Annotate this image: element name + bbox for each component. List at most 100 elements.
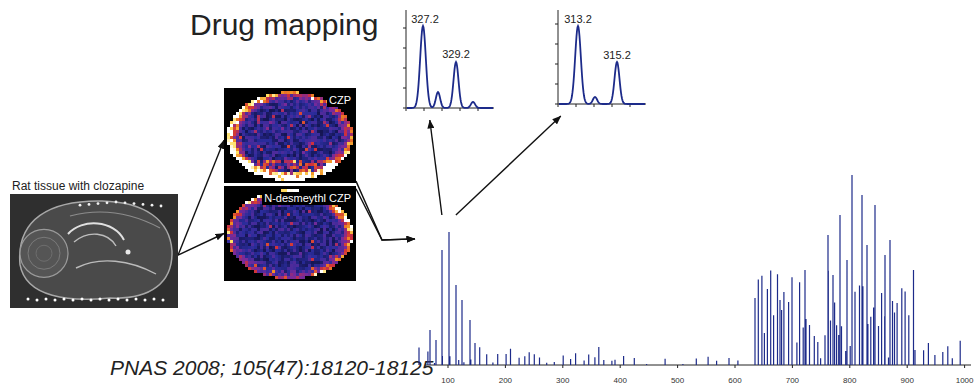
heatmap-cell: [257, 228, 260, 231]
heatmap-cell: [314, 252, 317, 255]
heatmap-cell: [311, 109, 314, 112]
heatmap-cell: [314, 103, 317, 106]
heatmap-cell: [296, 157, 299, 160]
heatmap-cell: [323, 252, 326, 255]
heatmap-cell: [239, 109, 242, 112]
heatmap-cell: [275, 121, 278, 124]
heatmap-cell: [254, 210, 257, 213]
heatmap-cell: [308, 261, 311, 264]
heatmap-cell: [296, 136, 299, 139]
heatmap-cell: [227, 130, 230, 133]
heatmap-cell: [254, 249, 257, 252]
heatmap-cell: [266, 94, 269, 97]
heatmap-cell: [314, 240, 317, 243]
heatmap-cell: [311, 166, 314, 169]
heatmap-cell: [269, 210, 272, 213]
heatmap-cell: [332, 148, 335, 151]
heatmap-cell: [326, 130, 329, 133]
heatmap-cell: [272, 273, 275, 276]
heatmap-cell: [308, 246, 311, 249]
heatmap-cell: [266, 163, 269, 166]
heatmap-cell: [326, 148, 329, 151]
heatmap-cell: [275, 219, 278, 222]
heatmap-cell: [344, 127, 347, 130]
heatmap-cell: [260, 228, 263, 231]
heatmap-cell: [248, 213, 251, 216]
heatmap-cell: [272, 210, 275, 213]
heatmap-cell: [278, 106, 281, 109]
heatmap-cell: [287, 130, 290, 133]
heatmap-cell: [287, 121, 290, 124]
heatmap-cell: [263, 124, 266, 127]
heatmap-cell: [284, 166, 287, 169]
heatmap-cell: [254, 234, 257, 237]
heatmap-cell: [302, 246, 305, 249]
heatmap-cell: [344, 130, 347, 133]
heatmap-cell: [269, 240, 272, 243]
heatmap-cell: [314, 243, 317, 246]
heatmap-cell: [329, 121, 332, 124]
heatmap-cell: [326, 112, 329, 115]
heatmap-cell: [290, 175, 293, 178]
heatmap-cell: [305, 100, 308, 103]
heatmap-cell: [302, 112, 305, 115]
heatmap-cell: [278, 142, 281, 145]
heatmap-cell: [263, 249, 266, 252]
heatmap-cell: [338, 249, 341, 252]
heatmap-cell: [281, 231, 284, 234]
heatmap-cell: [323, 249, 326, 252]
heatmap-cell: [314, 225, 317, 228]
heatmap-cell: [341, 136, 344, 139]
heatmap-cell: [299, 172, 302, 175]
heatmap-cell: [281, 228, 284, 231]
heatmap-cell: [311, 261, 314, 264]
heatmap-cell: [293, 91, 296, 94]
heatmap-cell: [323, 243, 326, 246]
heatmap-cell: [287, 228, 290, 231]
heatmap-cell: [266, 213, 269, 216]
heatmap-cell: [269, 124, 272, 127]
heatmap-cell: [335, 213, 338, 216]
heatmap-cell: [272, 151, 275, 154]
heatmap-cell: [254, 127, 257, 130]
heatmap-cell: [272, 213, 275, 216]
heatmap-cell: [263, 160, 266, 163]
heatmap-cell: [329, 136, 332, 139]
heatmap-cell: [314, 115, 317, 118]
heatmap-cell: [287, 139, 290, 142]
heatmap-cell: [338, 228, 341, 231]
heatmap-cell: [308, 163, 311, 166]
heatmap-cell: [296, 252, 299, 255]
heatmap-cell: [236, 148, 239, 151]
heatmap-cell: [266, 219, 269, 222]
heatmap-cell: [233, 231, 236, 234]
heatmap-cell: [302, 124, 305, 127]
heatmap-cell: [245, 136, 248, 139]
heatmap-cell: [269, 133, 272, 136]
heatmap-cell: [233, 148, 236, 151]
heatmap-cell: [284, 273, 287, 276]
heatmap-cell: [266, 222, 269, 225]
heatmap-cell: [305, 237, 308, 240]
heatmap-cell: [266, 258, 269, 261]
heatmap-cell: [281, 175, 284, 178]
heatmap-cell: [290, 154, 293, 157]
heatmap-cell: [257, 231, 260, 234]
heatmap-cell: [305, 133, 308, 136]
heatmap-cell: [269, 163, 272, 166]
heatmap-cell: [284, 252, 287, 255]
heatmap-cell: [311, 258, 314, 261]
heatmap-cell: [326, 237, 329, 240]
heatmap-cell: [278, 258, 281, 261]
heatmap-cell: [284, 130, 287, 133]
heatmap-cell: [290, 133, 293, 136]
heatmap-cell: [323, 112, 326, 115]
heatmap-cell: [251, 166, 254, 169]
heatmap-cell: [284, 124, 287, 127]
heatmap-cell: [335, 207, 338, 210]
heatmap-cell: [236, 240, 239, 243]
heatmap-cell: [248, 264, 251, 267]
heatmap-cell: [332, 207, 335, 210]
heatmap-cell: [287, 169, 290, 172]
heatmap-cell: [344, 219, 347, 222]
